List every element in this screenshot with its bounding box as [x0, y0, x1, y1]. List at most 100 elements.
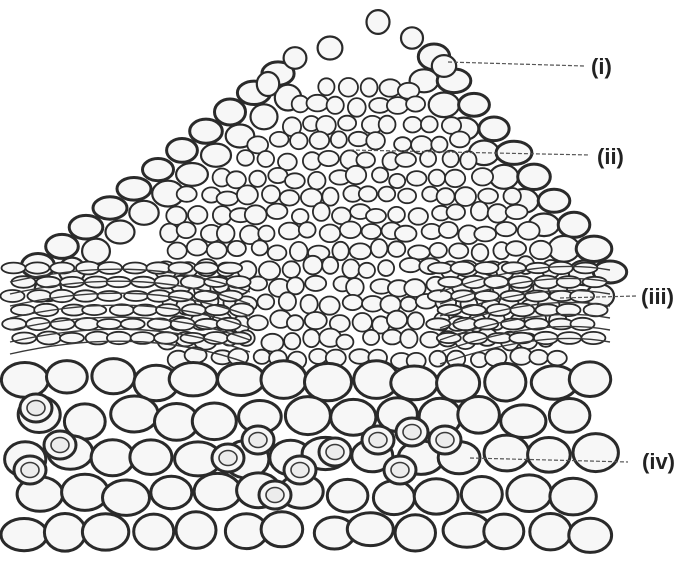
meristem-cell	[430, 243, 447, 258]
flattened-cell	[534, 332, 558, 344]
meristem-cell	[280, 190, 299, 205]
meristem-cell	[305, 276, 326, 291]
label-ii: (ii)	[597, 144, 624, 169]
meristem-cell	[356, 152, 375, 167]
cortex-cell	[106, 221, 135, 244]
flattened-cell	[451, 262, 475, 275]
meristem-cell	[379, 116, 396, 134]
large-parenchyma-cell	[305, 363, 352, 400]
meristem-cell	[447, 204, 465, 219]
meristem-cell	[285, 173, 305, 188]
meristem-cell	[258, 151, 275, 167]
large-parenchyma-cell	[458, 397, 500, 434]
meristem-cell	[496, 222, 517, 236]
meristem-cell	[346, 278, 364, 296]
meristem-cell	[279, 292, 296, 310]
meristem-cell	[395, 226, 417, 242]
meristem-cell	[363, 330, 379, 345]
meristem-cell	[387, 97, 408, 114]
large-parenchyma-cell	[347, 513, 393, 546]
large-parenchyma-cell	[151, 476, 192, 508]
large-parenchyma-cell	[327, 479, 368, 512]
flattened-cell	[426, 318, 450, 329]
flattened-cell	[549, 262, 573, 274]
flattened-cell	[124, 291, 148, 301]
meristem-cell	[249, 171, 266, 187]
epidermis-cell	[215, 99, 246, 125]
flattened-cell	[549, 319, 573, 330]
meristem-cell	[270, 132, 289, 147]
meristem-cell	[409, 208, 428, 225]
large-parenchyma-cell	[62, 474, 109, 510]
meristem-cell	[387, 311, 407, 329]
large-parenchyma-cell	[130, 440, 172, 475]
epidermis-cell	[558, 212, 590, 237]
label-i: (i)	[591, 54, 612, 79]
meristem-cell	[160, 224, 179, 243]
epidermis-cell	[69, 215, 103, 239]
meristem-cell	[290, 242, 308, 261]
epidermis-cell	[167, 139, 198, 163]
large-parenchyma-cell	[501, 405, 546, 438]
flattened-cell	[76, 262, 100, 275]
meristem-cell	[378, 187, 395, 202]
large-parenchyma-cell	[285, 397, 330, 435]
large-parenchyma-cell	[550, 478, 596, 515]
large-parenchyma-cell	[218, 363, 265, 395]
cortex-cell	[201, 144, 231, 167]
meristem-cell	[471, 202, 488, 221]
meristem-cell	[488, 204, 508, 222]
meristem-cell	[342, 259, 359, 278]
meristem-cell	[460, 151, 476, 169]
meristem-cell	[401, 297, 417, 312]
apex-cell	[284, 47, 307, 69]
flattened-cell	[462, 276, 486, 288]
meristem-cell	[346, 166, 366, 184]
thick-walled-cell-lumen	[403, 425, 421, 440]
meristem-cell	[303, 256, 322, 275]
flattened-cell	[154, 332, 178, 344]
meristem-cell	[366, 132, 385, 149]
meristem-cell	[301, 295, 318, 314]
meristem-cell	[430, 351, 447, 367]
flattened-cell	[75, 318, 99, 330]
meristem-cell	[338, 116, 356, 131]
meristem-cell	[168, 243, 187, 259]
meristem-cell	[320, 297, 340, 315]
meristem-cell	[268, 245, 287, 260]
large-parenchyma-cell	[261, 361, 306, 399]
meristem-cell	[439, 222, 458, 238]
flattened-cell	[487, 304, 511, 316]
flattened-cell	[155, 276, 179, 289]
meristem-cell	[404, 117, 422, 133]
apex-cell	[257, 72, 279, 96]
meristem-cell	[343, 295, 363, 310]
large-parenchyma-cell	[44, 514, 85, 552]
meristem-cell	[366, 209, 386, 223]
meristem-cell	[431, 137, 447, 153]
large-parenchyma-cell	[507, 475, 552, 512]
meristem-cell	[362, 224, 381, 239]
meristem-cell	[237, 185, 258, 204]
meristem-cell	[530, 241, 552, 259]
meristem-cell	[187, 239, 208, 255]
meristem-cell	[318, 151, 339, 166]
epidermis-cell	[479, 117, 509, 141]
thick-walled-cell-lumen	[391, 463, 409, 478]
large-parenchyma-cell	[484, 435, 529, 471]
meristem-cell	[506, 205, 528, 219]
meristem-cell	[185, 347, 207, 363]
meristem-cell	[213, 206, 231, 224]
thick-walled-cell-lumen	[291, 463, 309, 478]
meristem-cell	[406, 96, 425, 111]
meristem-cell	[408, 312, 424, 329]
meristem-cell	[504, 188, 521, 204]
large-parenchyma-cell	[103, 480, 150, 515]
meristem-cell	[420, 151, 436, 167]
meristem-cell	[443, 151, 459, 167]
flattened-cell	[2, 318, 26, 330]
meristem-cell	[257, 294, 274, 309]
epidermis-cell	[46, 234, 79, 258]
flattened-cell	[428, 263, 452, 274]
cortex-cell	[251, 104, 278, 129]
